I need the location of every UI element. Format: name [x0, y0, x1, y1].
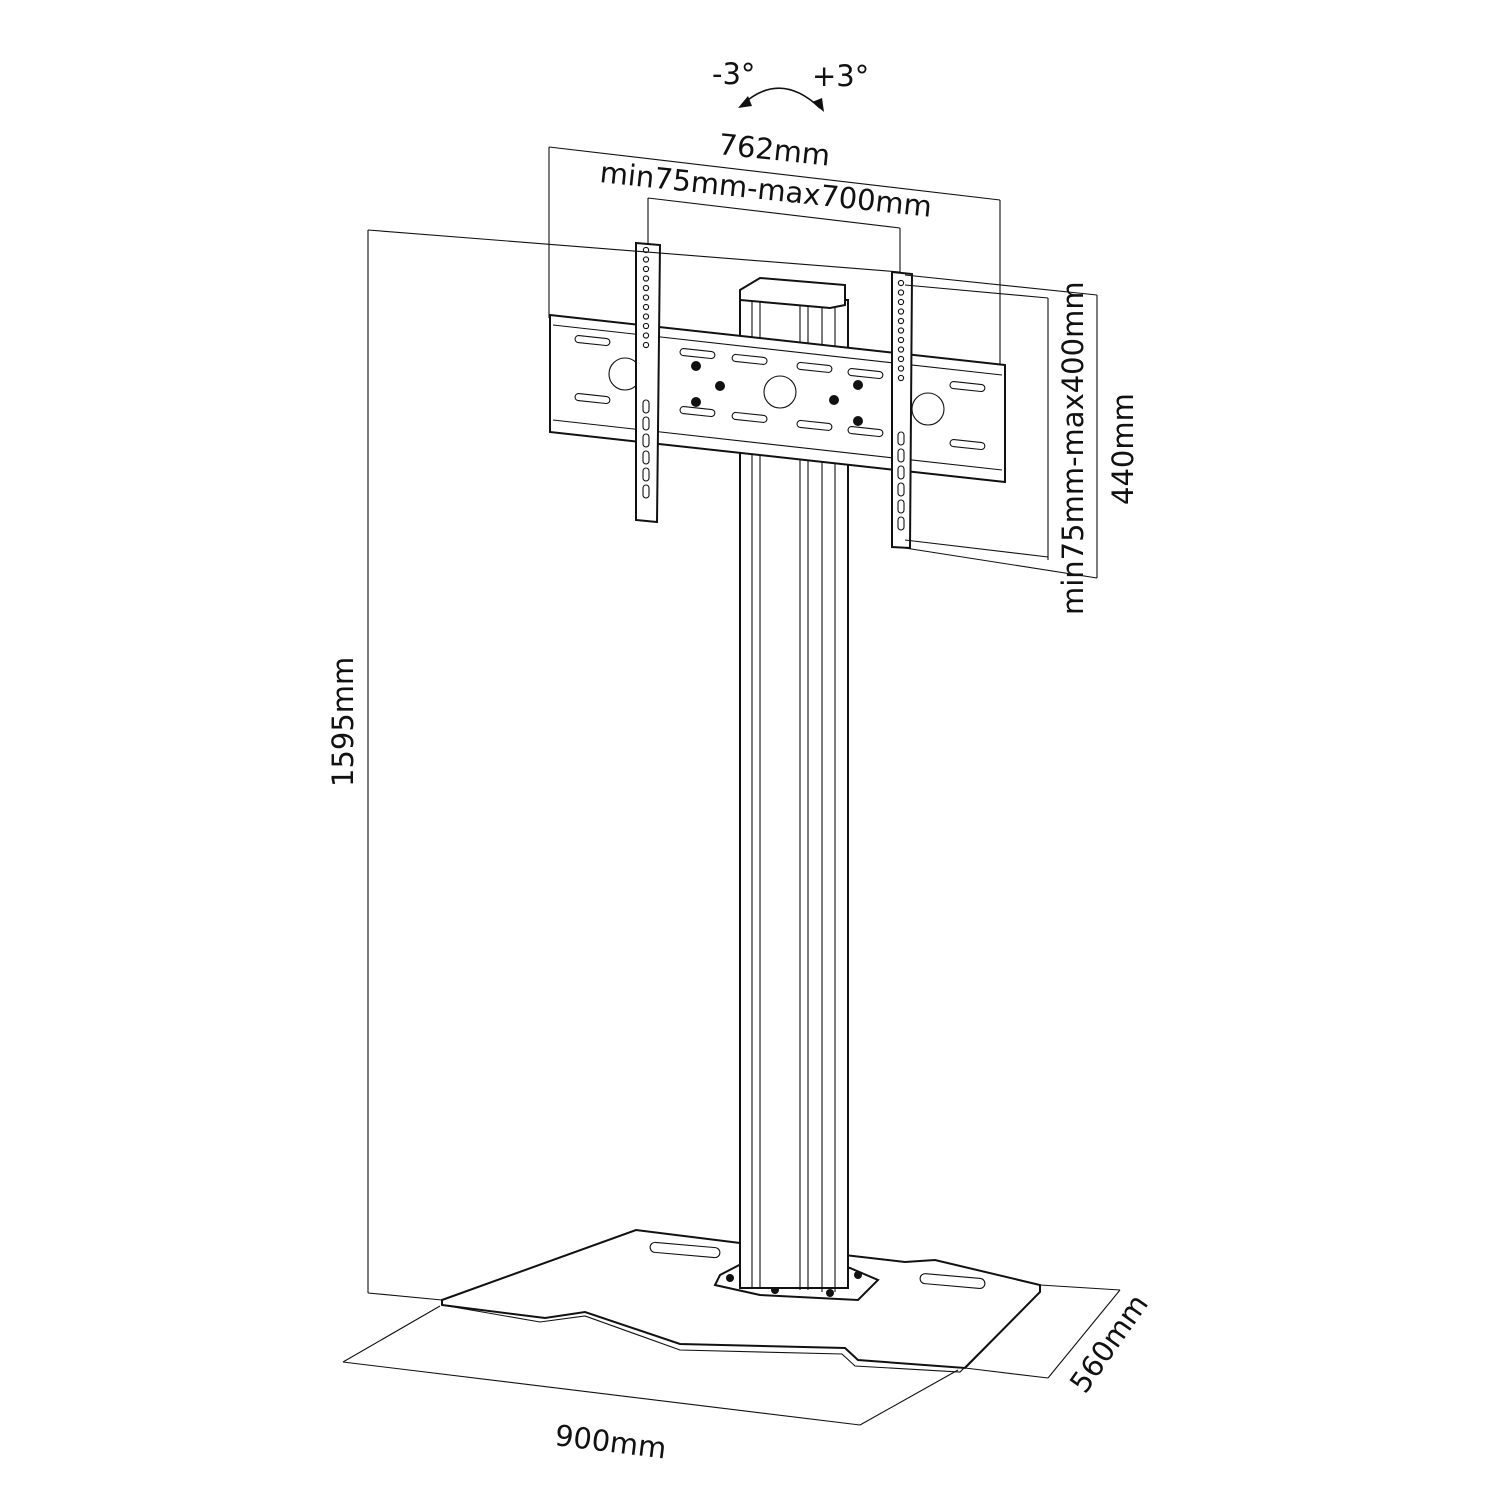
arm-hole: [642, 256, 650, 263]
column: [739, 276, 849, 1292]
arm-hole: [642, 313, 650, 320]
arm-hole: [642, 341, 650, 349]
bracket-width-label: 762mm: [717, 127, 832, 173]
arm-hole: [897, 374, 905, 382]
arm-hole: [642, 303, 650, 311]
arm-slot: [642, 450, 650, 465]
arm-slot: [642, 399, 650, 414]
arm-hole: [897, 355, 905, 363]
arm-hole: [897, 279, 905, 287]
arm-slot: [642, 467, 650, 482]
arm-slot: [897, 499, 905, 514]
arm-slot: [897, 448, 905, 463]
arm-hole: [642, 246, 650, 254]
right-arm: [891, 270, 914, 550]
arm-hole: [897, 365, 905, 372]
wall-plate: [549, 313, 1006, 484]
left-arm: [635, 241, 662, 524]
vesa-vertical-label: min75mm-max400mm: [1056, 281, 1090, 615]
arm-slot: [897, 465, 905, 480]
arm-hole: [897, 327, 905, 334]
arm-slot: [897, 516, 905, 531]
arm-hole: [642, 265, 650, 273]
tilt-plus-label: +3°: [812, 59, 869, 93]
tilt-minus-label: -3°: [712, 57, 755, 91]
arm-slot: [642, 433, 650, 448]
arm-hole: [642, 294, 650, 301]
arm-hole: [642, 275, 650, 282]
total-height-label: 1595mm: [326, 657, 360, 787]
arm-height-label: 440mm: [1106, 393, 1140, 505]
arm-hole: [642, 284, 650, 292]
arm-slot: [642, 416, 650, 431]
arm-slot: [897, 431, 905, 446]
arm-hole: [642, 332, 650, 339]
arm-hole: [897, 298, 905, 306]
arm-hole: [642, 322, 650, 330]
arm-hole: [897, 308, 905, 315]
tilt-arrow-icon: [738, 87, 824, 112]
arm-hole: [897, 336, 905, 344]
base-width-label: 900mm: [553, 1418, 668, 1465]
arm-hole: [897, 346, 905, 353]
arm-hole: [897, 317, 905, 325]
dimension-lines: [342, 146, 1121, 1426]
arm-hole: [897, 289, 905, 296]
arm-slot: [642, 484, 650, 499]
arm-slot: [897, 482, 905, 497]
